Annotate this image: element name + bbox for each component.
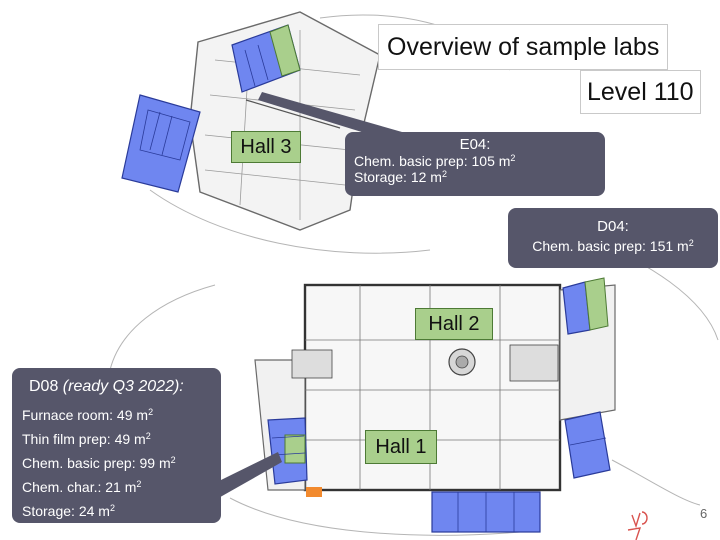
lab-left-upper: [121, 94, 201, 193]
callout-d04-line: Chem. basic prep: 151 m2: [532, 238, 694, 254]
callout-e04-title: E04:: [459, 136, 491, 153]
lab-e04: [231, 24, 301, 93]
callout-d08-line: Furnace room: 49 m2: [22, 407, 154, 423]
page-number: 6: [700, 506, 708, 521]
callout-d08-line: Chem. char.: 21 m2: [22, 479, 142, 495]
callout-d08-line: Thin film prep: 49 m2: [22, 431, 151, 447]
lab-right-lower: [564, 411, 611, 479]
red-stamp-mark: [627, 511, 648, 540]
callout-d04-title: D04:: [597, 218, 629, 235]
hall-1-label: Hall 1: [365, 430, 437, 464]
callout-e04: E04: Chem. basic prep: 105 m2 Storage: 1…: [345, 132, 605, 196]
level-label: Level 110: [580, 70, 701, 114]
hall-3-label: Hall 3: [231, 131, 301, 163]
hall-2-label: Hall 2: [415, 308, 493, 340]
lab-d08: [267, 417, 308, 485]
lab-bottom: [431, 491, 541, 533]
callout-d08-title: D08 (ready Q3 2022):: [29, 378, 184, 395]
callout-d08-line: Chem. basic prep: 99 m2: [22, 455, 176, 471]
callout-d04: D04: Chem. basic prep: 151 m2: [508, 208, 718, 268]
lab-d04: [562, 277, 609, 335]
callout-pointer-d08: [215, 452, 282, 500]
title: Overview of sample labs: [378, 24, 669, 70]
callout-d08: D08 (ready Q3 2022): Furnace room: 49 m2…: [12, 368, 221, 523]
callout-d08-line: Storage: 24 m2: [22, 503, 115, 519]
callout-e04-line: Chem. basic prep: 105 m2: [354, 153, 516, 169]
callout-e04-line: Storage: 12 m2: [354, 169, 447, 185]
